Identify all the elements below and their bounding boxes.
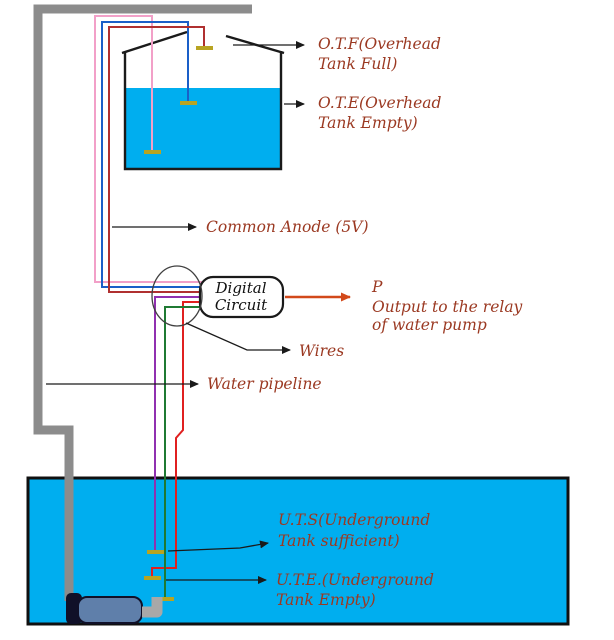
output-label-line1: Output to the relay <box>372 298 523 316</box>
uts-label-line1: U.T.S(Underground <box>278 511 430 529</box>
ote-label-line1: O.T.E(Overhead <box>318 94 442 112</box>
ute-label-line2: Tank Empty) <box>276 591 376 609</box>
water-pipeline-pipe <box>33 4 252 601</box>
output-label-line2: of water pump <box>372 316 487 334</box>
output-p-label: P <box>371 278 383 296</box>
wire-red-ute-sensor <box>151 301 205 576</box>
uts-label-line2: Tank sufficient) <box>278 532 400 550</box>
wire-pink-common-anode <box>94 15 205 283</box>
digital-circuit-label-line1: Digital <box>215 279 267 297</box>
wire-green-underground-common <box>164 306 205 597</box>
wires-pointer-line <box>185 322 291 354</box>
wire-purple-uts-sensor <box>154 296 205 550</box>
water-pipeline-label: Water pipeline <box>207 375 322 393</box>
uts-pointer-line <box>167 540 269 552</box>
wires-label: Wires <box>299 342 344 360</box>
ote-label-line2: Tank Empty) <box>318 114 418 132</box>
wire-darkred-otf-sensor <box>108 26 205 293</box>
pump-body <box>77 596 143 624</box>
digital-circuit-box <box>198 275 285 319</box>
pump-elbow-pipe <box>142 597 163 618</box>
wire-blue-ote-sensor <box>101 21 205 288</box>
common-anode-label: Common Anode (5V) <box>206 218 369 236</box>
otf-label-line1: O.T.F(Overhead <box>318 35 441 53</box>
overhead-tank-water <box>126 88 280 168</box>
ute-label-line1: U.T.E.(Underground <box>276 571 434 589</box>
overhead-tank-walls <box>123 51 283 171</box>
wires-highlight-ellipse <box>151 265 203 327</box>
digital-circuit-label-line2: Circuit <box>215 296 268 314</box>
otf-label-line2: Tank Full) <box>318 55 397 73</box>
overhead-tank-lid-left <box>121 30 188 55</box>
